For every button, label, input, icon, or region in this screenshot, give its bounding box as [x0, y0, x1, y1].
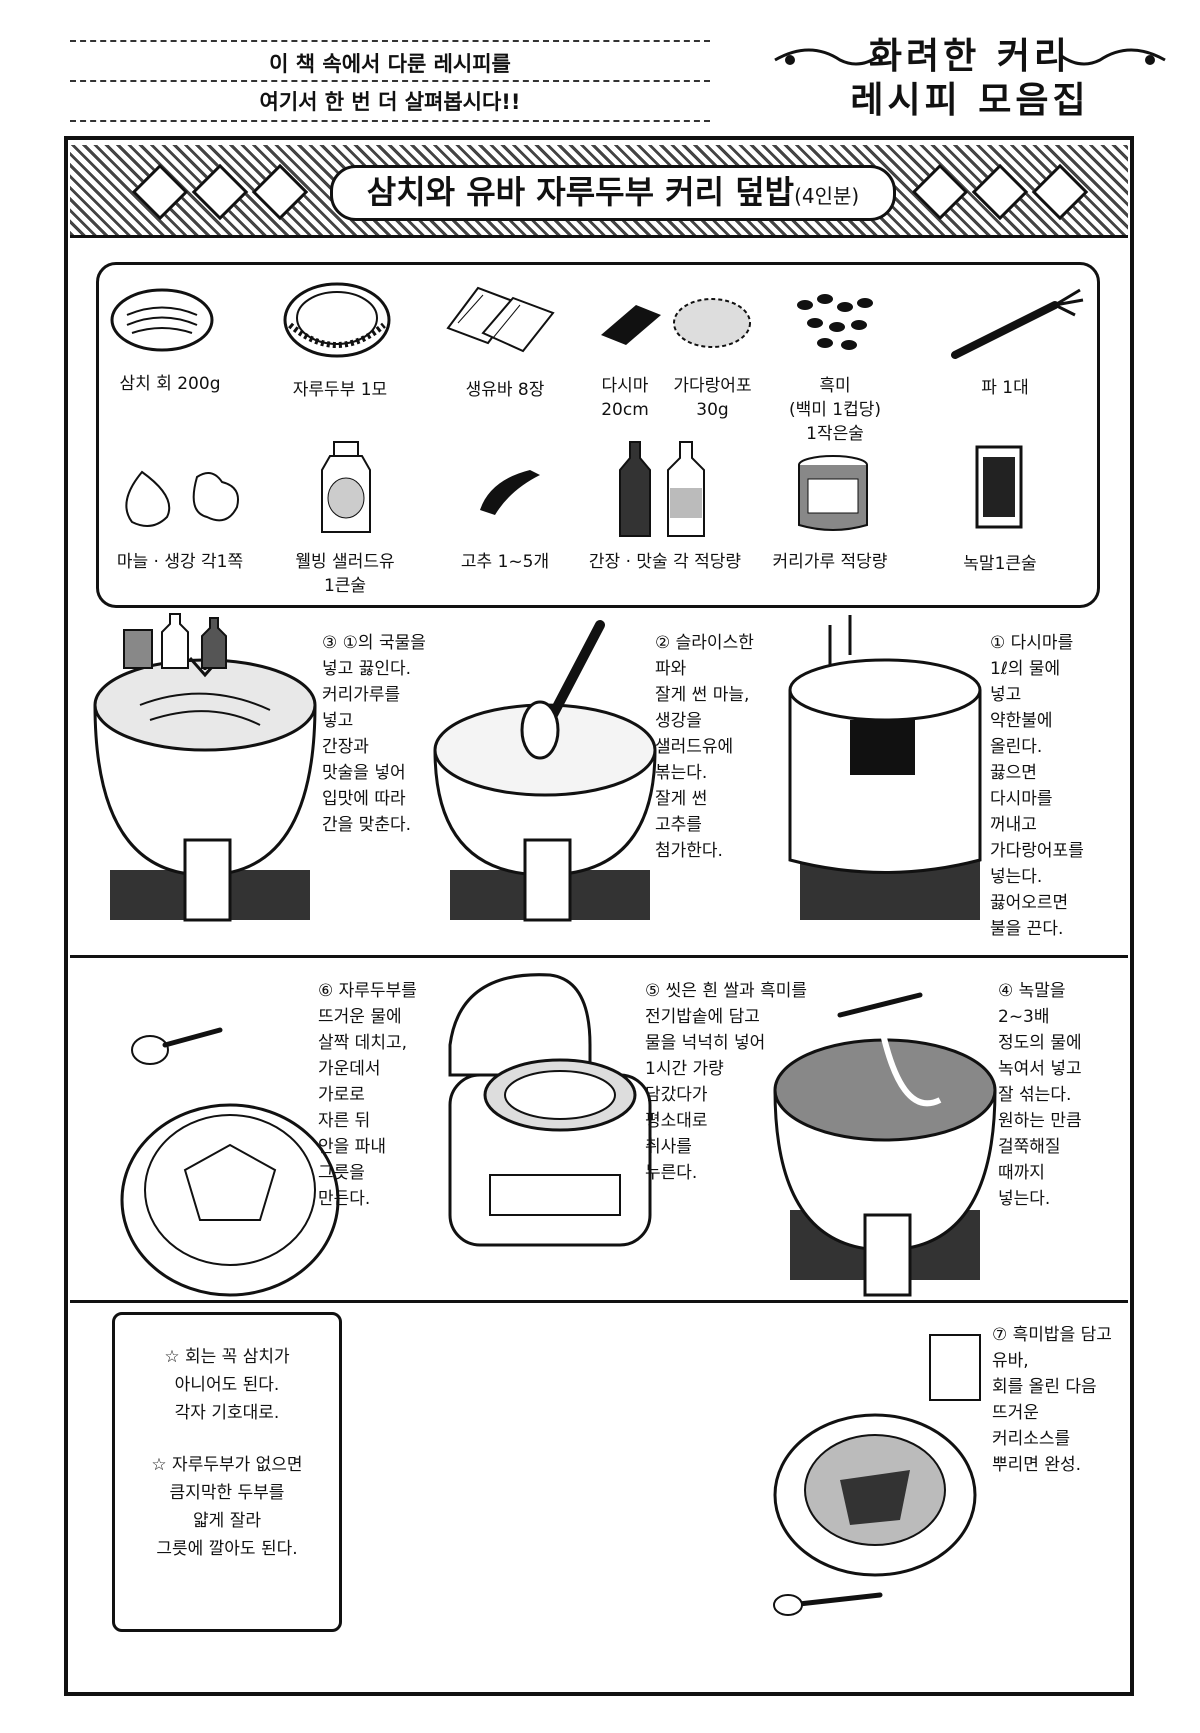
seasoning-bottles-icon	[123, 613, 227, 669]
step-4: ④ 녹말을 2~3배 정도의 물에 녹여서 넣고 잘 섞는다. 원하는 만큼 걸…	[998, 978, 1128, 1212]
step-7: ⑦ 흑미밥을 담고 유바, 회를 올린 다음 뜨거운 커리소스를 뿌리면 완성.	[992, 1322, 1132, 1478]
step-number: ⑦	[992, 1325, 1008, 1345]
step-text: 다시마를 1ℓ의 물에 넣고 약한불에 올린다. 끓으면 다시마를 꺼내고 가다…	[990, 633, 1084, 939]
tofu-bowl-icon	[120, 1027, 340, 1297]
stir-fry-pot-icon	[433, 620, 657, 922]
ingredients-box	[96, 262, 1100, 608]
tip-1: ☆ 회는 꼭 삼치가 아니어도 된다. 각자 기호대로.	[164, 1347, 290, 1423]
intro-header: 이 책 속에서 다룬 레시피를 여기서 한 번 더 살펴봅시다!!	[70, 40, 710, 122]
ingredient-label: 웰빙 샐러드유 1큰술	[295, 552, 395, 596]
green-onion-icon	[951, 288, 1084, 359]
ingredient-label: 커리가루 적당량	[772, 552, 888, 572]
series-title: 화려한 커리 레시피 모음집	[770, 30, 1170, 130]
tip-2: ☆ 자루두부가 없으면 큼지막한 두부를 얇게 잘라 그릇에 깔아도 된다.	[151, 1455, 303, 1559]
step-2: ② 슬라이스한 파와 잘게 썬 마늘, 생강을 샐러드유에 볶는다. 잘게 썬 …	[655, 630, 780, 864]
thickening-pot-icon	[773, 992, 997, 1297]
step-5: ⑤ 씻은 흰 쌀과 흑미를 전기밥솥에 담고 물을 넉넉히 넣어 1시간 가량 …	[645, 978, 835, 1186]
section-divider	[70, 955, 1128, 958]
ingredient-label: 생유바 8장	[465, 380, 545, 400]
step-text: 슬라이스한 파와 잘게 썬 마늘, 생강을 샐러드유에 볶는다. 잘게 썬 고추…	[655, 633, 754, 861]
starch-bag-icon	[975, 445, 1023, 529]
series-title-line-1: 화려한 커리	[868, 35, 1072, 77]
fish-slices-icon	[110, 288, 214, 352]
yuba-icon	[446, 286, 555, 353]
ingredient-label: 고추 1~5개	[460, 552, 550, 572]
step-6: ⑥ 자루두부를 뜨거운 물에 살짝 데치고, 가운데서 가로로 자른 뒤 안을 …	[318, 978, 438, 1212]
black-rice-icon	[797, 294, 873, 350]
ingredient-label: 다시마 20cm	[601, 376, 649, 420]
step-text: 흑미밥을 담고 유바, 회를 올린 다음 뜨거운 커리소스를 뿌리면 완성.	[992, 1325, 1112, 1475]
step-number: ⑥	[318, 981, 334, 1001]
step-number: ①	[990, 633, 1006, 653]
step-text: 자루두부를 뜨거운 물에 살짝 데치고, 가운데서 가로로 자른 뒤 안을 파내…	[318, 981, 417, 1209]
ornament-flourish-icon	[774, 48, 1166, 66]
dashi-pot-icon	[788, 615, 982, 920]
ingredient-label: 녹말1큰술	[963, 554, 1037, 574]
ingredient-label: 삼치 회 200g	[119, 374, 221, 394]
recipe-frame	[64, 136, 1134, 1696]
recipe-serving: (4인분)	[794, 184, 860, 208]
intro-line-2: 여기서 한 번 더 살펴봅시다!!	[259, 90, 521, 114]
step-number: ④	[998, 981, 1014, 1001]
tips-box: ☆ 회는 꼭 삼치가 아니어도 된다. 각자 기호대로. ☆ 자루두부가 없으면…	[112, 1312, 342, 1632]
zaru-tofu-icon	[283, 282, 391, 358]
intro-line-1: 이 책 속에서 다룬 레시피를	[269, 52, 511, 76]
rice-cooker-icon	[448, 973, 652, 1247]
ingredient-label: 가다랑어포 30g	[673, 376, 752, 420]
curry-powder-can-icon	[798, 455, 868, 531]
series-title-line-2: 레시피 모음집	[850, 79, 1090, 121]
step-text: 녹말을 2~3배 정도의 물에 녹여서 넣고 잘 섞는다. 원하는 만큼 걸쭉해…	[998, 981, 1082, 1209]
kelp-icon	[601, 305, 661, 345]
step-text: ①의 국물을 넣고 끓인다. 커리가루를 넣고 간장과 맛술을 넣어 입맛에 따…	[322, 633, 426, 835]
ingredient-label: 파 1대	[981, 378, 1029, 398]
ingredient-label: 마늘 · 생강 각1쪽	[116, 552, 244, 572]
ingredient-label: 흑미 (백미 1컵당) 1작은술	[788, 376, 882, 444]
step-number: ③	[322, 633, 338, 653]
soy-mirin-bottles-icon	[619, 441, 705, 537]
salad-oil-icon	[321, 441, 371, 533]
garlic-ginger-icon	[125, 470, 239, 527]
step-3: ③ ①의 국물을 넣고 끓인다. 커리가루를 넣고 간장과 맛술을 넣어 입맛에…	[322, 630, 432, 838]
recipe-title-text: 삼치와 유바 자루두부 커리 덮밥	[366, 173, 795, 211]
section-divider	[70, 1300, 1128, 1303]
finished-curry-plate-icon	[773, 1334, 981, 1616]
bonito-flakes-icon	[673, 298, 751, 348]
step-number: ②	[655, 633, 671, 653]
ingredient-label: 자루두부 1모	[292, 380, 388, 400]
chili-icon	[480, 470, 540, 515]
ingredient-label: 간장 · 맛술 각 적당량	[588, 552, 742, 572]
step-text: 씻은 흰 쌀과 흑미를 전기밥솥에 담고 물을 넉넉히 넣어 1시간 가량 담갔…	[645, 981, 807, 1183]
step-1: ① 다시마를 1ℓ의 물에 넣고 약한불에 올린다. 끓으면 다시마를 꺼내고 …	[990, 630, 1130, 942]
step-number: ⑤	[645, 981, 661, 1001]
simmering-pot-icon	[93, 640, 317, 922]
recipe-title: 삼치와 유바 자루두부 커리 덮밥(4인분)	[330, 165, 896, 221]
